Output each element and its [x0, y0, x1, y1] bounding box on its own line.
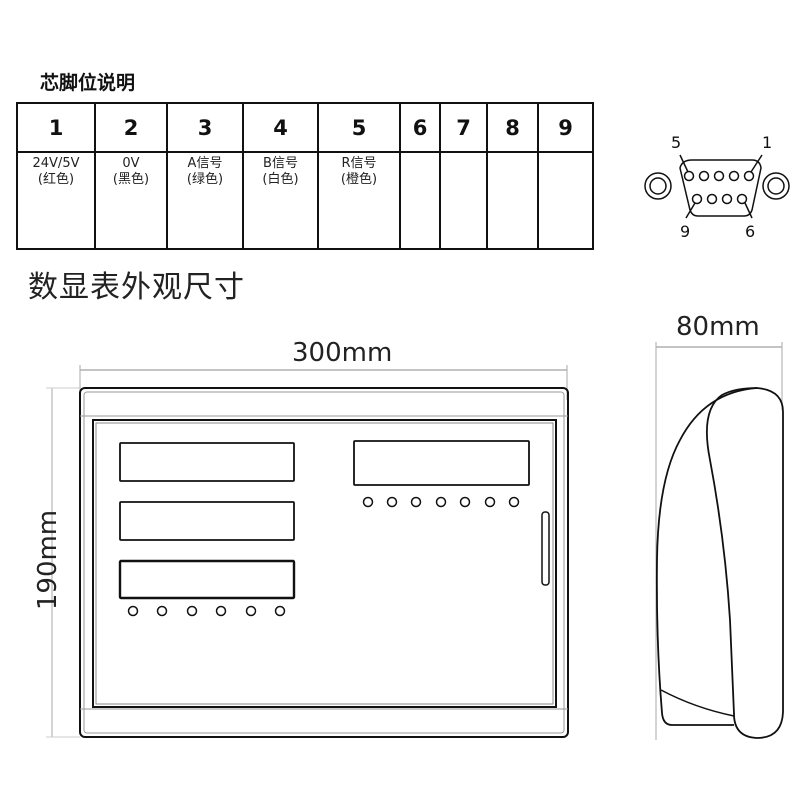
pin-desc-2: 0V(黑色): [94, 151, 168, 250]
pin-desc-4: B信号(白色): [242, 151, 319, 250]
connector-label-6: 6: [745, 222, 756, 241]
pin-desc-5: R信号(橙色): [317, 151, 401, 250]
pin-signal: B信号: [263, 156, 298, 171]
pin-desc-9: [537, 151, 594, 250]
pin-color: (白色): [262, 172, 299, 187]
pin-desc-8: [486, 151, 539, 250]
pin-description-title: 芯脚位说明: [40, 72, 136, 94]
pin-desc-7: [439, 151, 488, 250]
dimensions-title: 数显表外观尺寸: [28, 270, 245, 305]
pin-header-6: 6: [399, 102, 441, 153]
pin-header-2: 2: [94, 102, 168, 153]
pin-desc-3: A信号(绿色): [166, 151, 244, 250]
pin-desc-6: [399, 151, 441, 250]
pin-table: 1 2 3 4 5 6 7 8 9 24V/5V(红色) 0V(黑色) A信号(…: [16, 102, 594, 250]
pin-header-5: 5: [317, 102, 401, 153]
pin-signal: R信号: [341, 156, 377, 171]
pin-header-8: 8: [486, 102, 539, 153]
pin-desc-1: 24V/5V(红色): [16, 151, 96, 250]
connector-label-1: 1: [762, 133, 773, 152]
pin-color: (黑色): [112, 172, 150, 187]
pin-header-4: 4: [242, 102, 319, 153]
connector-label-5: 5: [671, 133, 682, 152]
connector-label-9: 9: [680, 222, 691, 241]
pin-color: (红色): [37, 172, 75, 187]
pin-signal: A信号: [187, 156, 223, 171]
width-dimension-label: 300mm: [292, 338, 393, 368]
pin-color: (橙色): [340, 172, 378, 187]
pin-header-7: 7: [439, 102, 488, 153]
pin-header-3: 3: [166, 102, 244, 153]
pin-color: (绿色): [186, 172, 224, 187]
depth-dimension-label: 80mm: [676, 312, 760, 342]
pin-header-9: 9: [537, 102, 594, 153]
pin-signal: 0V: [122, 156, 140, 171]
pin-header-1: 1: [16, 102, 96, 153]
pin-signal: 24V/5V: [32, 156, 80, 171]
